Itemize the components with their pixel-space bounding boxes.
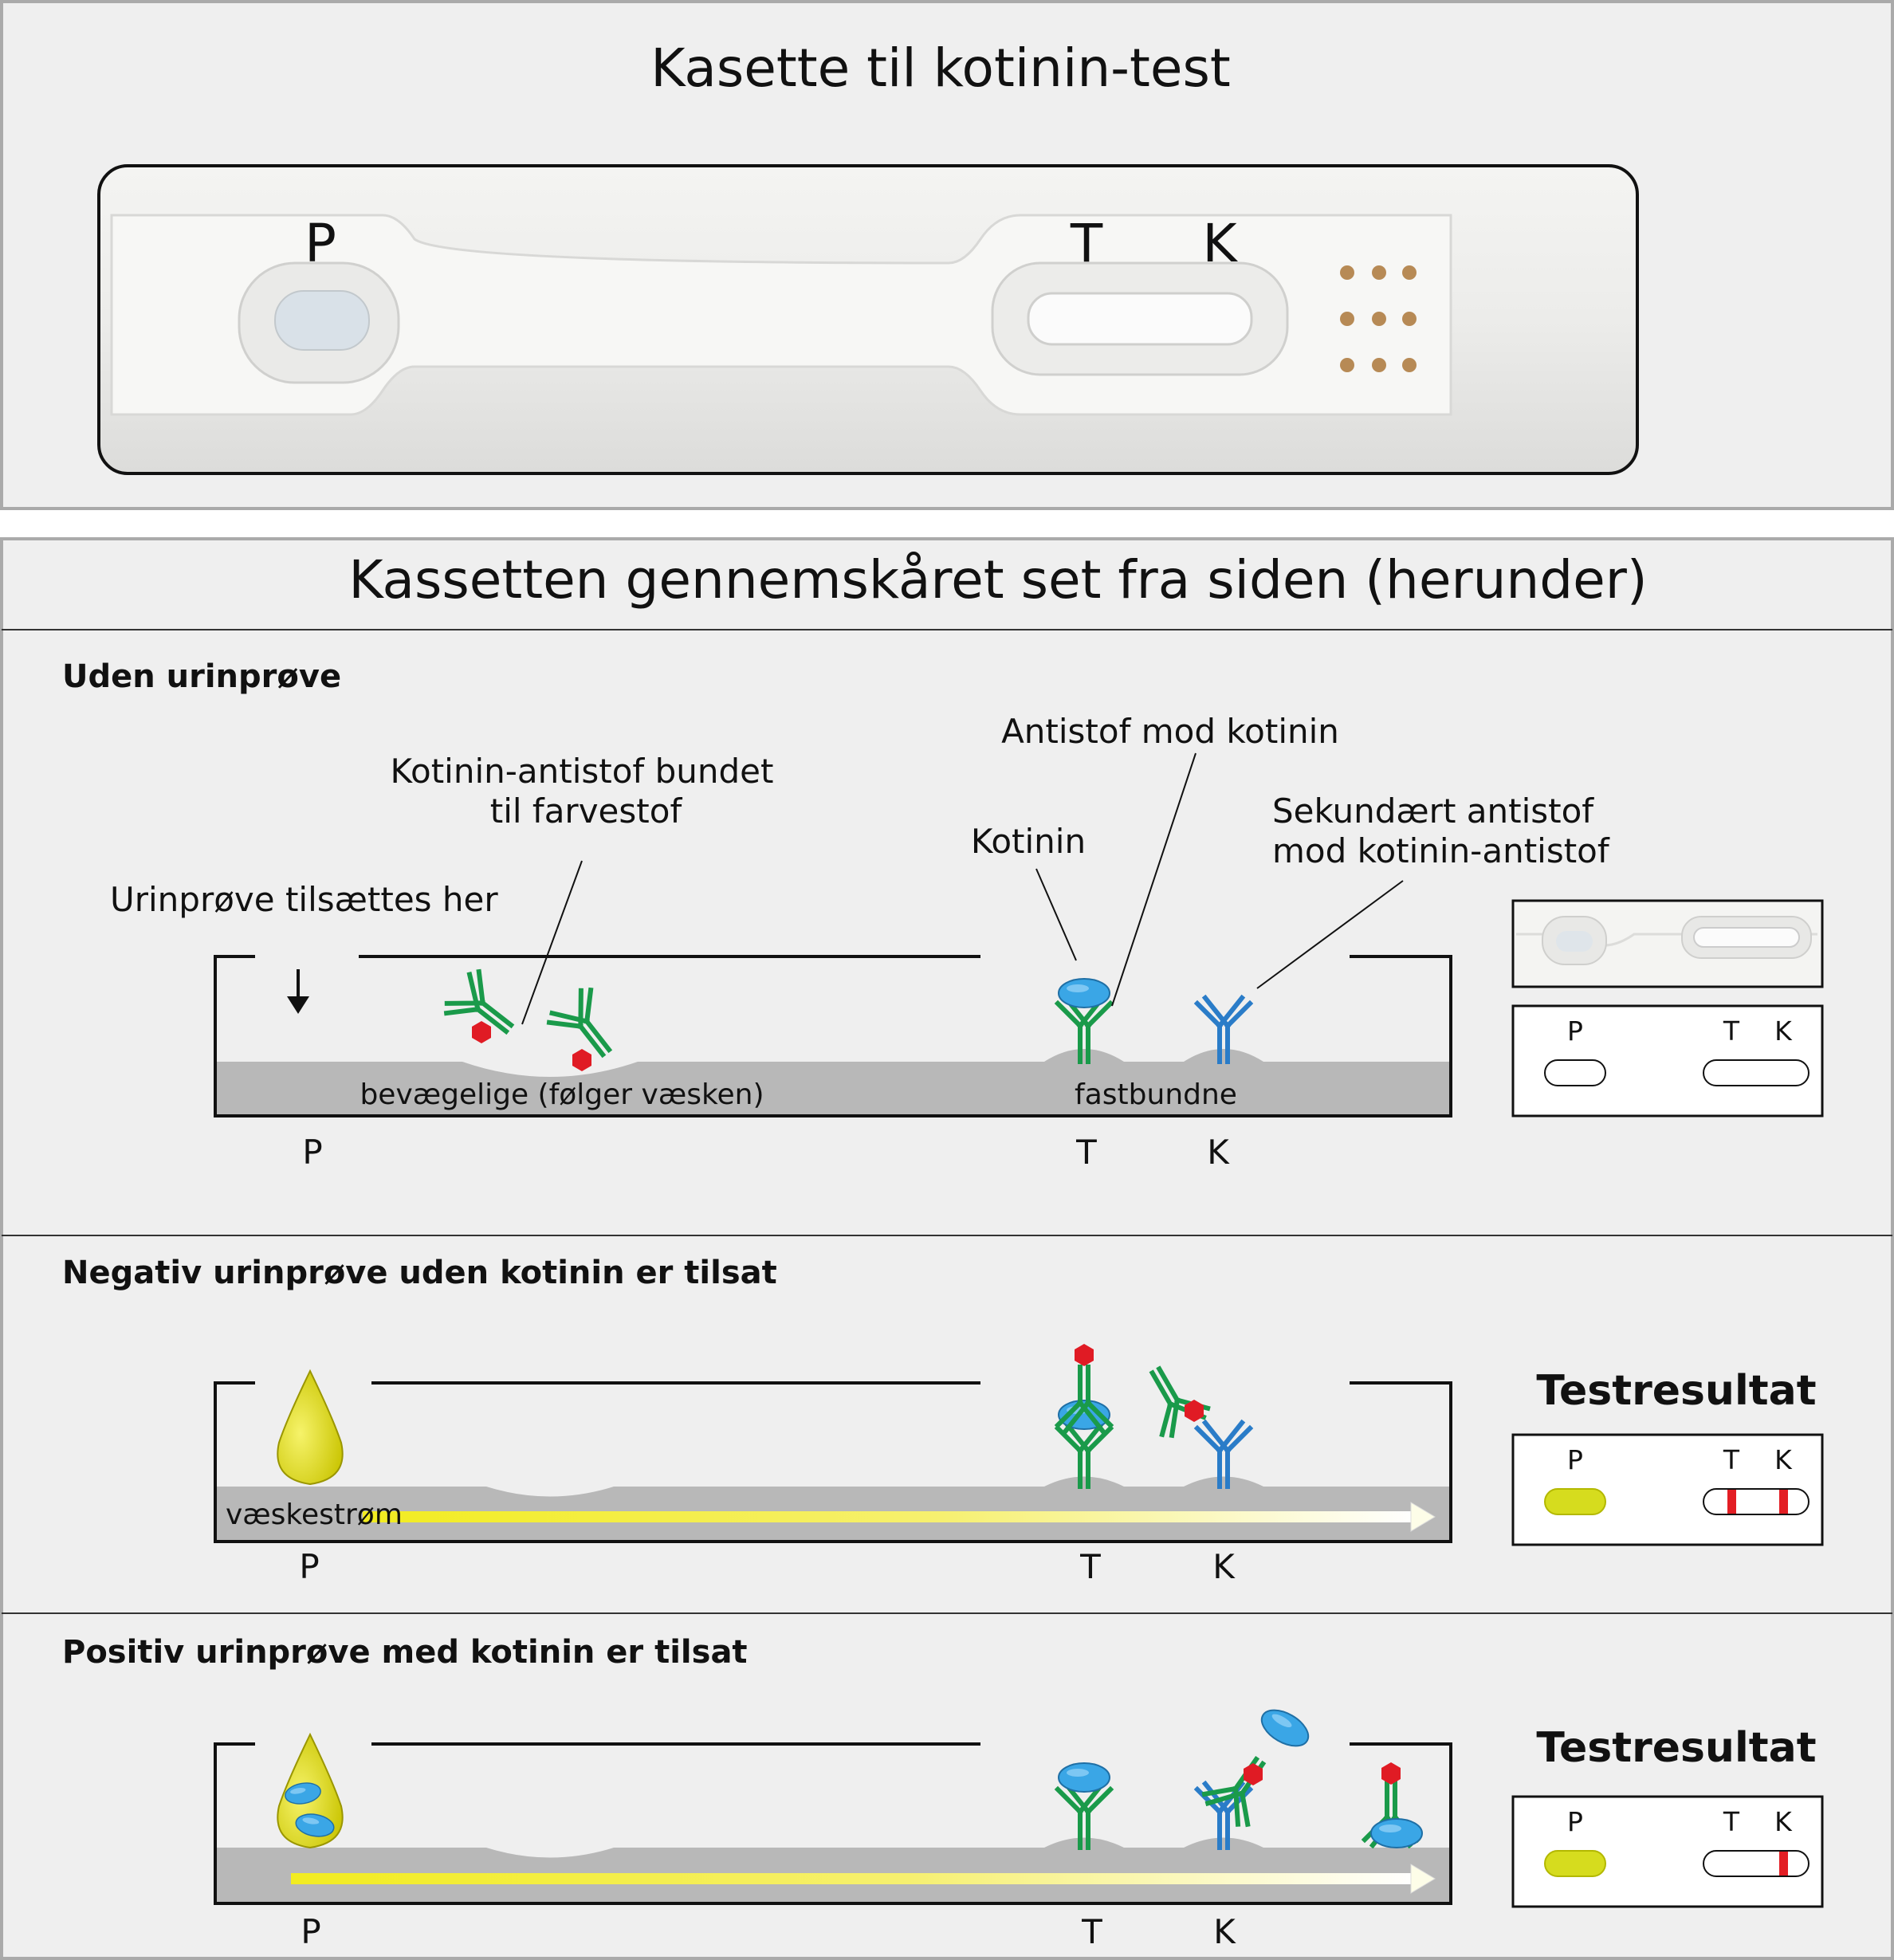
label-cotinine: Kotinin [971,822,1086,861]
cassette-label-k: K [1202,213,1238,274]
result-box: P T K [1511,1433,1824,1546]
label-fixed: fastbundne [1075,1078,1237,1111]
bottom-panel: Kassetten gennemskåret set fra siden (he… [0,537,1894,1960]
result-title: Testresultat [1536,1724,1816,1772]
vent-dots [1340,265,1417,372]
urine-drop [277,1369,344,1486]
annotation-lines [521,752,1404,1025]
result-label-t: T [1723,1444,1740,1475]
section-heading: Negativ urinprøve uden kotinin er tilsat [62,1255,777,1291]
zone-t: T [1075,1133,1097,1172]
label-anti-cotinine: Antistof mod kotinin [1001,712,1339,751]
result-label-k: K [1774,1806,1793,1837]
result-box: P T K [1511,1795,1824,1908]
t-band [1727,1490,1736,1514]
cassette-label-t: T [1070,213,1103,274]
result-label-t: T [1723,1015,1740,1047]
result-title: Testresultat [1536,1367,1816,1415]
zone-p: P [302,1133,322,1172]
result-label-k: K [1774,1444,1793,1475]
result-label-p: P [1567,1806,1583,1837]
zone-k: K [1207,1133,1230,1172]
label-dye-antibody-2: til farvestof [490,791,683,831]
section-without-sample: Uden urinprøve [62,658,1824,1172]
zone-t: T [1081,1912,1102,1951]
zone-t: T [1079,1547,1101,1586]
zone-p: P [299,1547,319,1586]
result-label-p: P [1567,1444,1583,1475]
k-band [1779,1490,1788,1514]
cassette-label-p: P [305,213,336,274]
section-heading: Positiv urinprøve med kotinin er tilsat [62,1634,748,1671]
section-negative: Negativ urinprøve uden kotinin er tilsat [62,1255,1824,1586]
top-panel: Kasette til kotinin-test P T K [0,0,1894,510]
mini-cassette [1511,899,1824,988]
section-positive: Positiv urinprøve med kotinin er tilsat [62,1634,1824,1951]
k-band [1779,1852,1788,1876]
zone-k: K [1212,1547,1236,1586]
result-window [1027,292,1253,346]
cross-section [214,955,1452,1117]
sample-window [274,290,370,351]
label-mobile: bevægelige (følger væsken) [360,1078,764,1111]
zone-k: K [1213,1912,1236,1951]
zone-p: P [301,1912,320,1951]
result-box: P T K [1511,1004,1824,1117]
cross-section [214,1344,1452,1543]
cross-section [214,1702,1452,1905]
label-secondary-2: mod kotinin-antistof [1272,831,1610,870]
cassette-photo: P T K [97,164,1639,475]
result-label-k: K [1774,1015,1793,1047]
bottom-panel-frame [0,537,1894,1960]
result-label-t: T [1723,1806,1740,1837]
top-panel-title: Kasette til kotinin-test [650,37,1230,99]
result-label-p: P [1567,1015,1583,1047]
flow-label: væskestrøm [226,1498,403,1531]
label-dye-antibody: Kotinin-antistof bundet [391,752,774,791]
bottom-panel-title: Kassetten gennemskåret set fra siden (he… [348,549,1647,611]
label-add-sample: Urinprøve tilsættes her [110,880,498,919]
sample-window-yellow [1544,1488,1606,1515]
label-secondary: Sekundært antistof [1272,791,1594,831]
section-heading: Uden urinprøve [62,658,341,695]
sample-window-yellow [1544,1850,1606,1877]
